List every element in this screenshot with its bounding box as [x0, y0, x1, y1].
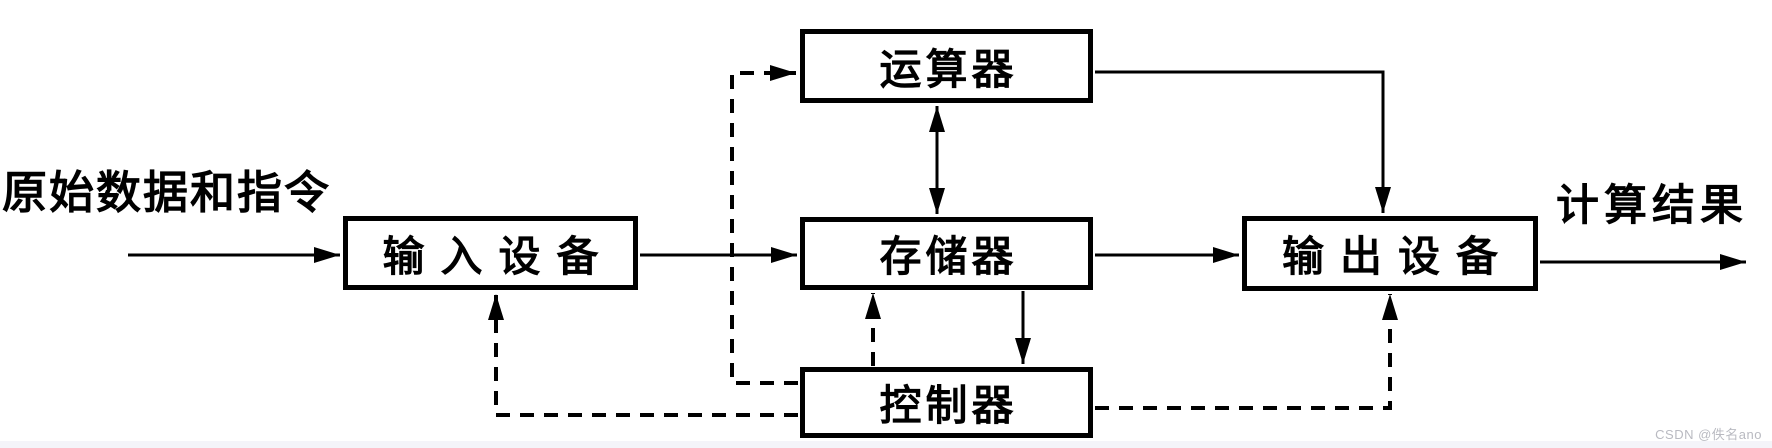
- result-label: 计算结果: [1556, 181, 1748, 231]
- source-data-label: 原始数据和指令: [2, 166, 332, 219]
- alu-box: 运算器: [800, 29, 1093, 103]
- csdn-watermark: CSDN @佚名ano: [1655, 427, 1762, 442]
- edge-controller-to-output-dashed: [1095, 294, 1398, 410]
- edge-controller-to-input-dashed: [488, 294, 798, 417]
- input-device-box: 输入设备: [343, 216, 638, 290]
- edge-alu-to-output: [1095, 70, 1391, 213]
- bottom-strip: [0, 441, 1772, 448]
- memory-box: 存储器: [800, 217, 1093, 290]
- controller-box: 控制器: [800, 367, 1093, 438]
- edge-controller-to-alu-dashed: [730, 65, 798, 385]
- output-device-box: 输出设备: [1242, 216, 1538, 291]
